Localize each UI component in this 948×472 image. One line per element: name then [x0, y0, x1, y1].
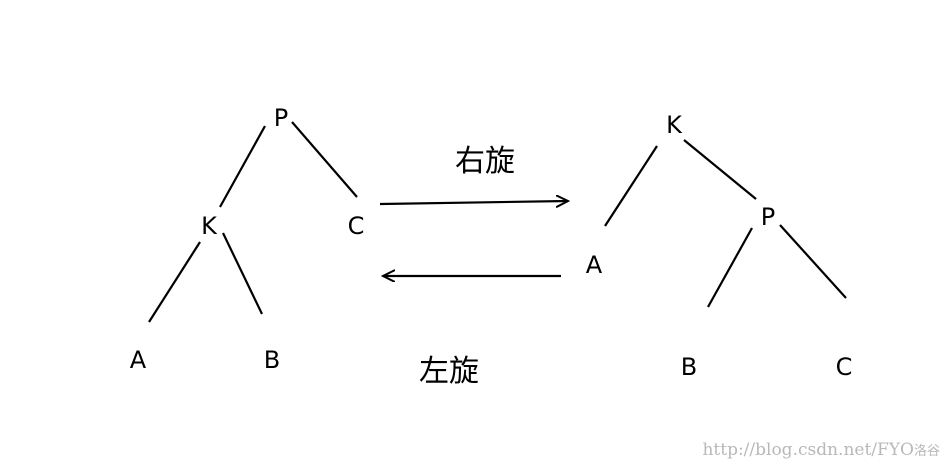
right-edge-p-b [707, 227, 753, 308]
right-node-c: C [835, 353, 853, 381]
right-rotate-label: 右旋 [455, 144, 515, 179]
left-node-p: P [273, 104, 289, 132]
right-node-p: P [760, 203, 776, 231]
left-edge-k-a [148, 241, 201, 323]
watermark-url: http://blog.csdn.net/FYO [702, 440, 914, 460]
right-rotate-arrow [379, 201, 568, 204]
left-node-k: K [201, 212, 217, 240]
left-node-b: B [263, 346, 281, 374]
watermark-seal: 洛谷 [913, 444, 940, 459]
right-node-a: A [585, 251, 603, 279]
left-edge-p-k [219, 125, 266, 208]
right-node-b: B [680, 353, 698, 381]
left-node-c: C [347, 212, 365, 240]
right-edge-p-c [779, 224, 847, 299]
watermark: http://blog.csdn.net/FYO洛谷 [702, 440, 940, 460]
left-rotate-label: 左旋 [419, 354, 479, 389]
left-edge-k-b [222, 232, 263, 315]
right-edge-k-a [604, 145, 658, 227]
right-edge-k-p [683, 139, 757, 200]
left-node-a: A [129, 346, 147, 374]
left-edge-p-c [291, 121, 358, 198]
right-node-k: K [666, 111, 682, 139]
